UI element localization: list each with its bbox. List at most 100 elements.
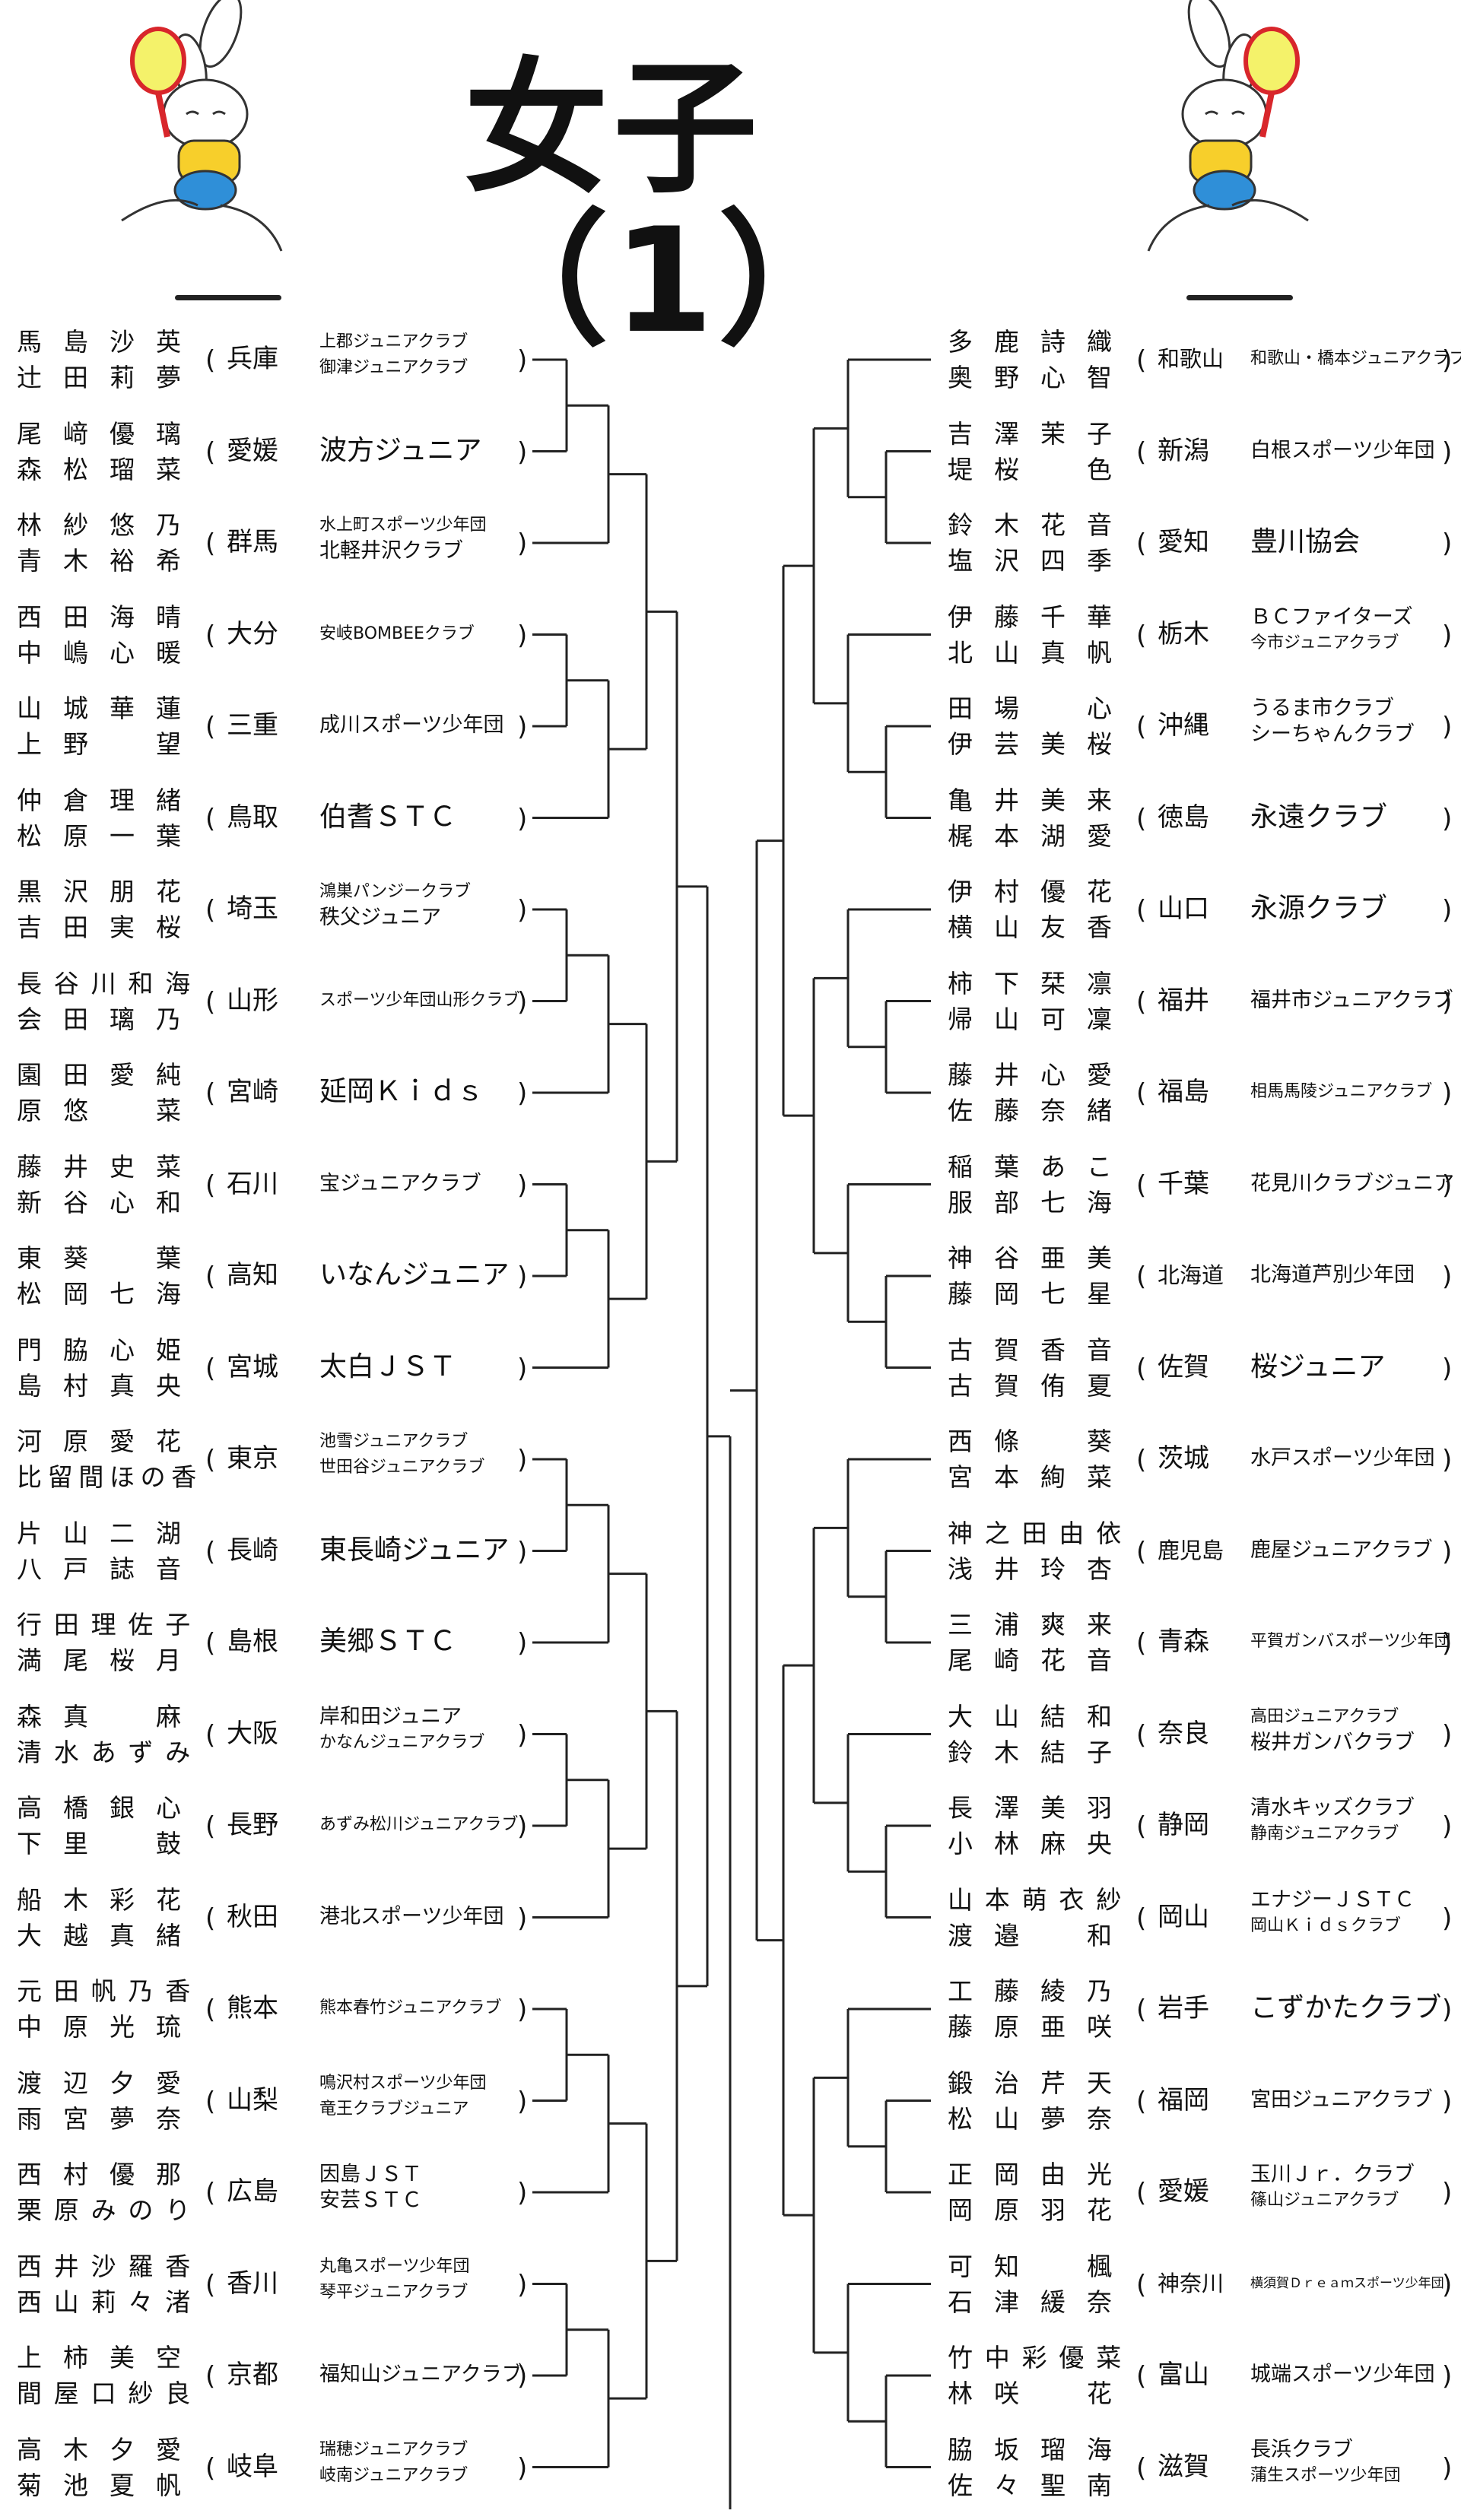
prefecture: 福岡 <box>1158 2084 1209 2115</box>
player-name: 栗原みのり <box>17 2195 191 2225</box>
draw-entry: 三浦爽来尾崎花音(青森平賀ガンバスポーツ少年団) <box>931 1598 1461 1690</box>
open-paren: ( <box>205 1262 216 1292</box>
open-paren: ( <box>205 803 216 834</box>
club-name: 水上町スポーツ少年団 <box>319 516 487 535</box>
close-paren: ) <box>517 528 528 559</box>
open-paren: ( <box>1136 620 1147 651</box>
page-title: 女子（1） <box>464 45 868 365</box>
player-name: 辻田莉夢 <box>17 363 181 392</box>
open-paren: ( <box>205 1628 216 1658</box>
draw-entry: 高木夕愛菊池夏帆(岐阜瑞穂ジュニアクラブ岐南ジュニアクラブ) <box>0 2423 532 2515</box>
close-paren: ) <box>517 1903 528 1934</box>
draw-entry: 森真麻清水あずみ(大阪岸和田ジュニアかなんジュニアクラブ) <box>0 1690 532 1782</box>
prefecture: 佐賀 <box>1158 1351 1209 1382</box>
open-paren: ( <box>205 986 216 1017</box>
club-name: 福知山ジュニアクラブ <box>319 2363 522 2386</box>
prefecture: 宮城 <box>227 1351 278 1382</box>
club-name: 丸亀スポーツ少年団 <box>319 2256 470 2276</box>
club-name: 高田ジュニアクラブ <box>1250 1706 1399 1726</box>
club-name: 和歌山・橋本ジュニアクラブ <box>1250 349 1461 368</box>
open-paren: ( <box>205 895 216 925</box>
draw-entry: 工藤綾乃藤原亜咲(岩手こずかたクラブ) <box>931 1965 1461 2056</box>
club-name: 港北スポーツ少年団 <box>319 1904 504 1928</box>
prefecture: 広島 <box>227 2176 278 2207</box>
draw-entry: 渡辺夕愛雨宮夢奈(山梨鳴沢村スポーツ少年団竜王クラブジュニア) <box>0 2057 532 2148</box>
draw-entry: 西條葵宮本絢菜(茨城水戸スポーツ少年団) <box>931 1415 1461 1506</box>
open-paren: ( <box>1136 895 1147 925</box>
club-name: 御津ジュニアクラブ <box>319 358 468 377</box>
draw-entry: 西井沙羅香西山莉々渚(香川丸亀スポーツ少年団琴平ジュニアクラブ) <box>0 2240 532 2331</box>
close-paren: ) <box>517 620 528 651</box>
club-name: 桜ジュニア <box>1250 1350 1386 1382</box>
open-paren: ( <box>205 712 216 742</box>
player-name: 藤原亜咲 <box>948 2012 1112 2042</box>
club-name: 永源クラブ <box>1250 893 1388 924</box>
player-name: 下里鼓 <box>17 1829 181 1858</box>
prefecture: 石川 <box>227 1168 278 1199</box>
close-paren: ) <box>1442 2178 1453 2208</box>
close-paren: ) <box>1442 986 1453 1017</box>
open-paren: ( <box>1136 1995 1147 2025</box>
open-paren: ( <box>1136 2269 1147 2300</box>
player-name: 松岡七海 <box>17 1279 181 1309</box>
player-name: 西田海晴 <box>17 601 181 632</box>
player-name: 比留間ほの香 <box>17 1462 197 1492</box>
player-name: 中嶋心暖 <box>17 637 181 668</box>
open-paren: ( <box>1136 1903 1147 1934</box>
close-paren: ) <box>1442 1353 1453 1384</box>
player-name: 吉澤茉子 <box>948 418 1112 449</box>
prefecture: 茨城 <box>1158 1443 1209 1474</box>
club-name: 池雪ジュニアクラブ <box>319 1432 468 1451</box>
player-name: 新谷心和 <box>17 1187 181 1217</box>
draw-entry: 黒沢朋花吉田実桜(埼玉鴻巣パンジークラブ秩父ジュニア) <box>0 865 532 957</box>
player-name: 東葵葉 <box>17 1243 181 1273</box>
close-paren: ) <box>517 2269 528 2300</box>
player-name: 神谷亜美 <box>948 1243 1112 1273</box>
player-name: 渡辺夕愛 <box>17 2068 181 2098</box>
player-name: 片山二湖 <box>17 1518 181 1548</box>
club-name: エナジーＪＳＴＣ <box>1250 1887 1415 1912</box>
draw-entry: 正岡由光岡原羽花(愛媛玉川Ｊｒ．クラブ篠山ジュニアクラブ) <box>931 2148 1461 2239</box>
club-name: 北海道芦別少年団 <box>1250 1263 1415 1287</box>
prefecture: 神奈川 <box>1158 2270 1224 2296</box>
close-paren: ) <box>517 2452 528 2484</box>
club-name: 安芸ＳＴＣ <box>319 2188 422 2212</box>
close-paren: ) <box>1442 528 1453 559</box>
draw-entry: 門脇心姫島村真央(宮城太白ＪＳＴ) <box>0 1324 532 1415</box>
close-paren: ) <box>1442 2361 1453 2391</box>
open-paren: ( <box>1136 1353 1147 1384</box>
player-name: 北山真帆 <box>948 637 1112 668</box>
player-name: 満尾桜月 <box>17 1646 181 1675</box>
prefecture: 高知 <box>227 1260 278 1290</box>
draw-entry: 可知楓石津緩奈(神奈川横須賀Ｄｒｅａｍスポーツ少年団) <box>931 2240 1461 2331</box>
prefecture: 福井 <box>1158 985 1209 1016</box>
player-name: 多鹿詩織 <box>948 327 1112 357</box>
open-paren: ( <box>1136 1811 1147 1842</box>
prefecture: 鳥取 <box>227 801 278 833</box>
player-name: 高木夕愛 <box>17 2434 181 2464</box>
close-paren: ) <box>1442 803 1453 834</box>
player-name: 中原光琉 <box>17 2012 181 2042</box>
rabbit-tennis-icon <box>1141 0 1323 259</box>
open-paren: ( <box>205 2178 216 2208</box>
close-paren: ) <box>1442 1262 1453 1292</box>
open-paren: ( <box>205 1445 216 1475</box>
player-name: 河原愛花 <box>17 1427 181 1456</box>
draw-entry: 鈴木花音塩沢四季(愛知豊川協会) <box>931 499 1461 590</box>
prefecture: 三重 <box>227 710 278 741</box>
prefecture: 青森 <box>1158 1627 1209 1657</box>
draw-entry: 神之田由依浅井玲杏(鹿児島鹿屋ジュニアクラブ) <box>931 1507 1461 1598</box>
club-name: 清水キッズクラブ <box>1250 1796 1415 1820</box>
close-paren: ) <box>1442 620 1453 651</box>
player-name: 西井沙羅香 <box>17 2251 191 2281</box>
club-name: シーちゃんクラブ <box>1250 722 1415 746</box>
open-paren: ( <box>205 436 216 468</box>
prefecture: 秋田 <box>227 1901 278 1932</box>
player-name: 会田璃乃 <box>17 1004 181 1034</box>
club-name: 北軽井沢クラブ <box>319 539 463 563</box>
player-name: 小林麻央 <box>948 1829 1112 1858</box>
player-name: 横山友香 <box>948 912 1112 942</box>
draw-entry: 藤井心愛佐藤奈緒(福島相馬馬陵ジュニアクラブ) <box>931 1049 1461 1140</box>
close-paren: ) <box>517 1353 528 1384</box>
